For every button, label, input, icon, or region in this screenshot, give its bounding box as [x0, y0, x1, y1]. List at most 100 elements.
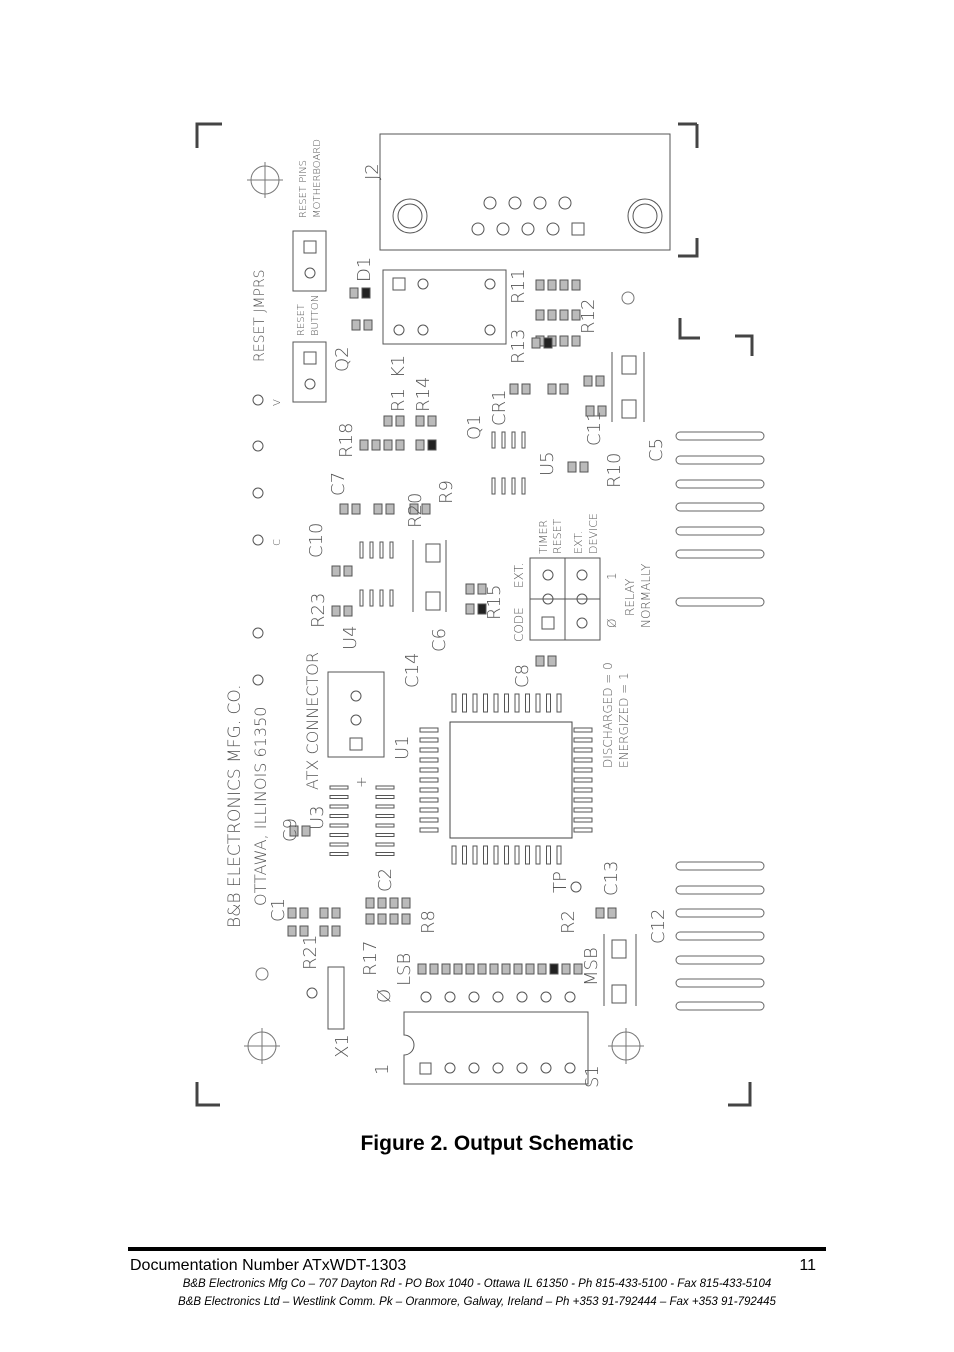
tp-label: TP: [550, 871, 571, 893]
ic-pin: [419, 757, 439, 763]
reset-jmprs-label: RESET JMPRS: [252, 269, 268, 362]
ic-pin: [389, 541, 394, 559]
component-pad: [365, 913, 375, 925]
ic-pin: [329, 814, 349, 818]
component-pad: [535, 309, 545, 321]
ic-pin: [521, 431, 526, 449]
ic-pin: [329, 833, 349, 837]
ic-pins: [329, 431, 593, 865]
discharged-label: DISCHARGED = 0: [601, 662, 615, 768]
component-pad: [535, 279, 545, 291]
ref-R18: R18: [336, 423, 357, 458]
component-pad: [583, 375, 593, 387]
component-pad: [363, 319, 373, 331]
ic-pin: [514, 845, 520, 865]
j2-connector: [379, 133, 671, 251]
ref-U1: U1: [392, 735, 413, 760]
normally-label: NORMALLY: [639, 563, 653, 628]
lsb-label: LSB: [394, 953, 415, 986]
component-pad: [401, 913, 411, 925]
component-pad: [395, 415, 405, 427]
component-pad: [429, 963, 439, 975]
ic-pin: [375, 823, 395, 828]
ic-pin: [573, 757, 593, 763]
component-pad: [521, 383, 531, 395]
test-points: [252, 394, 582, 999]
ref-C8: C8: [512, 664, 533, 688]
component-pad: [401, 897, 411, 909]
component-pad: [531, 337, 541, 349]
component-pad: [417, 963, 427, 975]
ref-U5: U5: [537, 451, 558, 476]
component-pad: [513, 963, 523, 975]
ref-C7: C7: [328, 472, 349, 496]
component-pad: [385, 503, 395, 515]
component-pad: [547, 383, 557, 395]
ic-pin: [573, 777, 593, 783]
ref-C10: C10: [306, 523, 327, 558]
ic-pin: [375, 814, 395, 818]
component-pad: [377, 897, 387, 909]
ref-R14: R14: [413, 377, 434, 412]
ref-X1: X1: [332, 1034, 353, 1058]
component-pad: [349, 287, 359, 299]
ic-pin: [451, 845, 457, 865]
component-pad: [365, 897, 375, 909]
output-schematic-figure: B&B ELECTRONICS MFG. CO. OTTAWA, ILLINOI…: [195, 122, 765, 1107]
ic-pin: [369, 541, 374, 559]
component-pad: [595, 907, 605, 919]
component-pad: [543, 337, 553, 349]
component-pad: [359, 439, 369, 451]
ic-pin: [375, 842, 395, 847]
ref-D1: D1: [354, 257, 375, 282]
component-pad: [561, 963, 571, 975]
component-pad: [559, 335, 569, 347]
component-pad: [331, 907, 341, 919]
ic-pin: [573, 767, 593, 773]
ic-pin: [329, 823, 349, 828]
component-pad: [535, 655, 545, 667]
ref-R2: R2: [558, 910, 579, 934]
component-pad: [289, 825, 299, 837]
ic-pin: [546, 845, 551, 865]
component-pad: [351, 503, 361, 515]
component-pad: [547, 309, 557, 321]
ic-pin: [419, 817, 439, 823]
component-pad: [571, 309, 581, 321]
ic-pin: [501, 477, 506, 495]
ic-pin: [535, 693, 541, 713]
component-pad: [489, 963, 499, 975]
ref-R20: R20: [405, 493, 426, 528]
component-pad: [547, 279, 557, 291]
component-pad: [465, 583, 475, 595]
component-pad: [319, 907, 329, 919]
ic-pin: [419, 727, 439, 733]
ic-pin: [573, 737, 593, 743]
u1-chip: [449, 721, 573, 839]
component-pad: [477, 583, 487, 595]
ic-pin: [375, 804, 395, 809]
ic-pin: [419, 767, 439, 773]
component-pad: [383, 415, 393, 427]
component-pad: [361, 287, 371, 299]
ref-R9: R9: [436, 480, 457, 504]
ref-C12: C12: [648, 909, 669, 944]
k1-relay: [382, 269, 507, 345]
ref-R21: R21: [300, 935, 321, 970]
ic-pin: [525, 693, 530, 713]
component-pad: [453, 963, 463, 975]
ref-C9: C9: [280, 818, 301, 842]
component-pad: [465, 603, 475, 615]
reset-button-label-2: BUTTON: [310, 295, 321, 336]
ref-C1: C1: [268, 898, 289, 922]
component-pad: [343, 565, 353, 577]
component-pad: [477, 603, 487, 615]
ic-pin: [419, 807, 439, 813]
component-pad: [389, 897, 399, 909]
ic-pin: [573, 807, 593, 813]
ic-pin: [521, 477, 526, 495]
ic-pin: [573, 817, 593, 823]
ref-C6: C6: [429, 628, 450, 652]
ic-pin: [329, 852, 349, 856]
ic-pin: [573, 727, 593, 733]
